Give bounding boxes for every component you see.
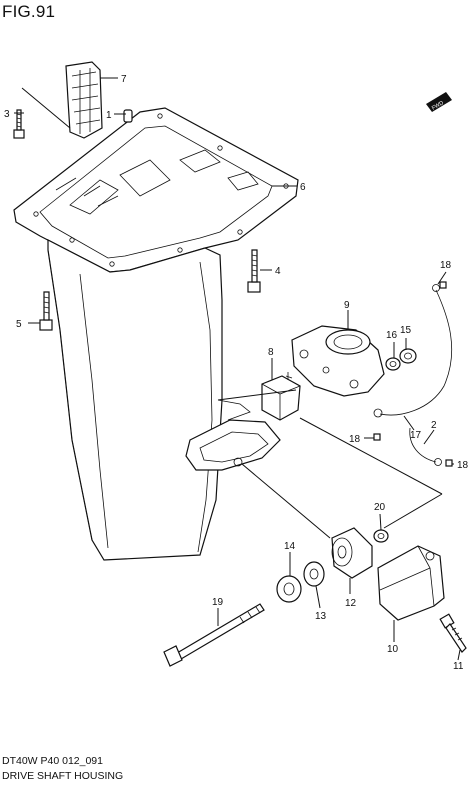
callout-7: 7 <box>121 74 127 85</box>
leader-lines <box>14 77 461 661</box>
bolt-part-5[interactable] <box>39 291 53 331</box>
pad-part-7[interactable] <box>65 61 103 139</box>
rubber-mount-part-8[interactable] <box>261 372 301 421</box>
callout-20: 20 <box>374 502 386 513</box>
wire-part-2[interactable] <box>409 427 442 466</box>
drive-shaft-housing[interactable] <box>13 107 299 561</box>
drawing-name: DRIVE SHAFT HOUSING <box>2 770 124 782</box>
figure-title: FIG.91 <box>2 2 56 21</box>
forward-badge-label: FWD <box>431 100 445 111</box>
callout-2: 2 <box>431 420 437 431</box>
callout-labels: 7 1 3 6 4 5 9 8 16 15 18 17 2 18 18 20 1… <box>4 74 469 672</box>
callout-19: 19 <box>212 597 224 608</box>
bushing-part-12[interactable] <box>331 527 373 579</box>
callout-5: 5 <box>16 319 22 330</box>
callout-9: 9 <box>344 300 350 311</box>
washer-part-13[interactable] <box>303 561 325 587</box>
callout-3: 3 <box>4 109 10 120</box>
washer-part-16[interactable] <box>385 357 401 371</box>
callout-1: 1 <box>106 110 112 121</box>
screw-part-18-middle[interactable] <box>373 433 381 441</box>
bolt-part-11[interactable] <box>439 613 467 653</box>
callout-11: 11 <box>453 661 464 672</box>
callout-18-right: 18 <box>457 460 469 471</box>
callout-18-top: 18 <box>440 260 452 271</box>
forward-direction-badge: FWD <box>426 92 452 112</box>
screw-part-18-right[interactable] <box>445 459 453 467</box>
callout-18-middle: 18 <box>349 434 361 445</box>
callout-12: 12 <box>345 598 357 609</box>
screw-part-18-top[interactable] <box>439 281 447 289</box>
callout-6: 6 <box>300 182 306 193</box>
dowel-pin-part-1[interactable] <box>123 109 133 123</box>
nut-part-15[interactable] <box>399 348 417 364</box>
drawing-code: DT40W P40 012_091 <box>2 755 103 767</box>
cover-part-10[interactable] <box>377 545 445 621</box>
through-bolt-part-19[interactable] <box>163 603 265 667</box>
bolt-part-3[interactable] <box>13 109 25 139</box>
callout-17: 17 <box>410 430 422 441</box>
callout-8: 8 <box>268 347 274 358</box>
callout-4: 4 <box>275 266 281 277</box>
washer-part-14[interactable] <box>276 575 302 603</box>
callout-14: 14 <box>284 541 296 552</box>
bracket-part-9[interactable] <box>291 325 385 397</box>
callout-15: 15 <box>400 325 412 336</box>
bolt-part-4[interactable] <box>247 249 261 293</box>
callout-10: 10 <box>387 644 399 655</box>
callout-16: 16 <box>386 330 398 341</box>
washer-part-20[interactable] <box>373 529 389 543</box>
callout-13: 13 <box>315 611 327 622</box>
